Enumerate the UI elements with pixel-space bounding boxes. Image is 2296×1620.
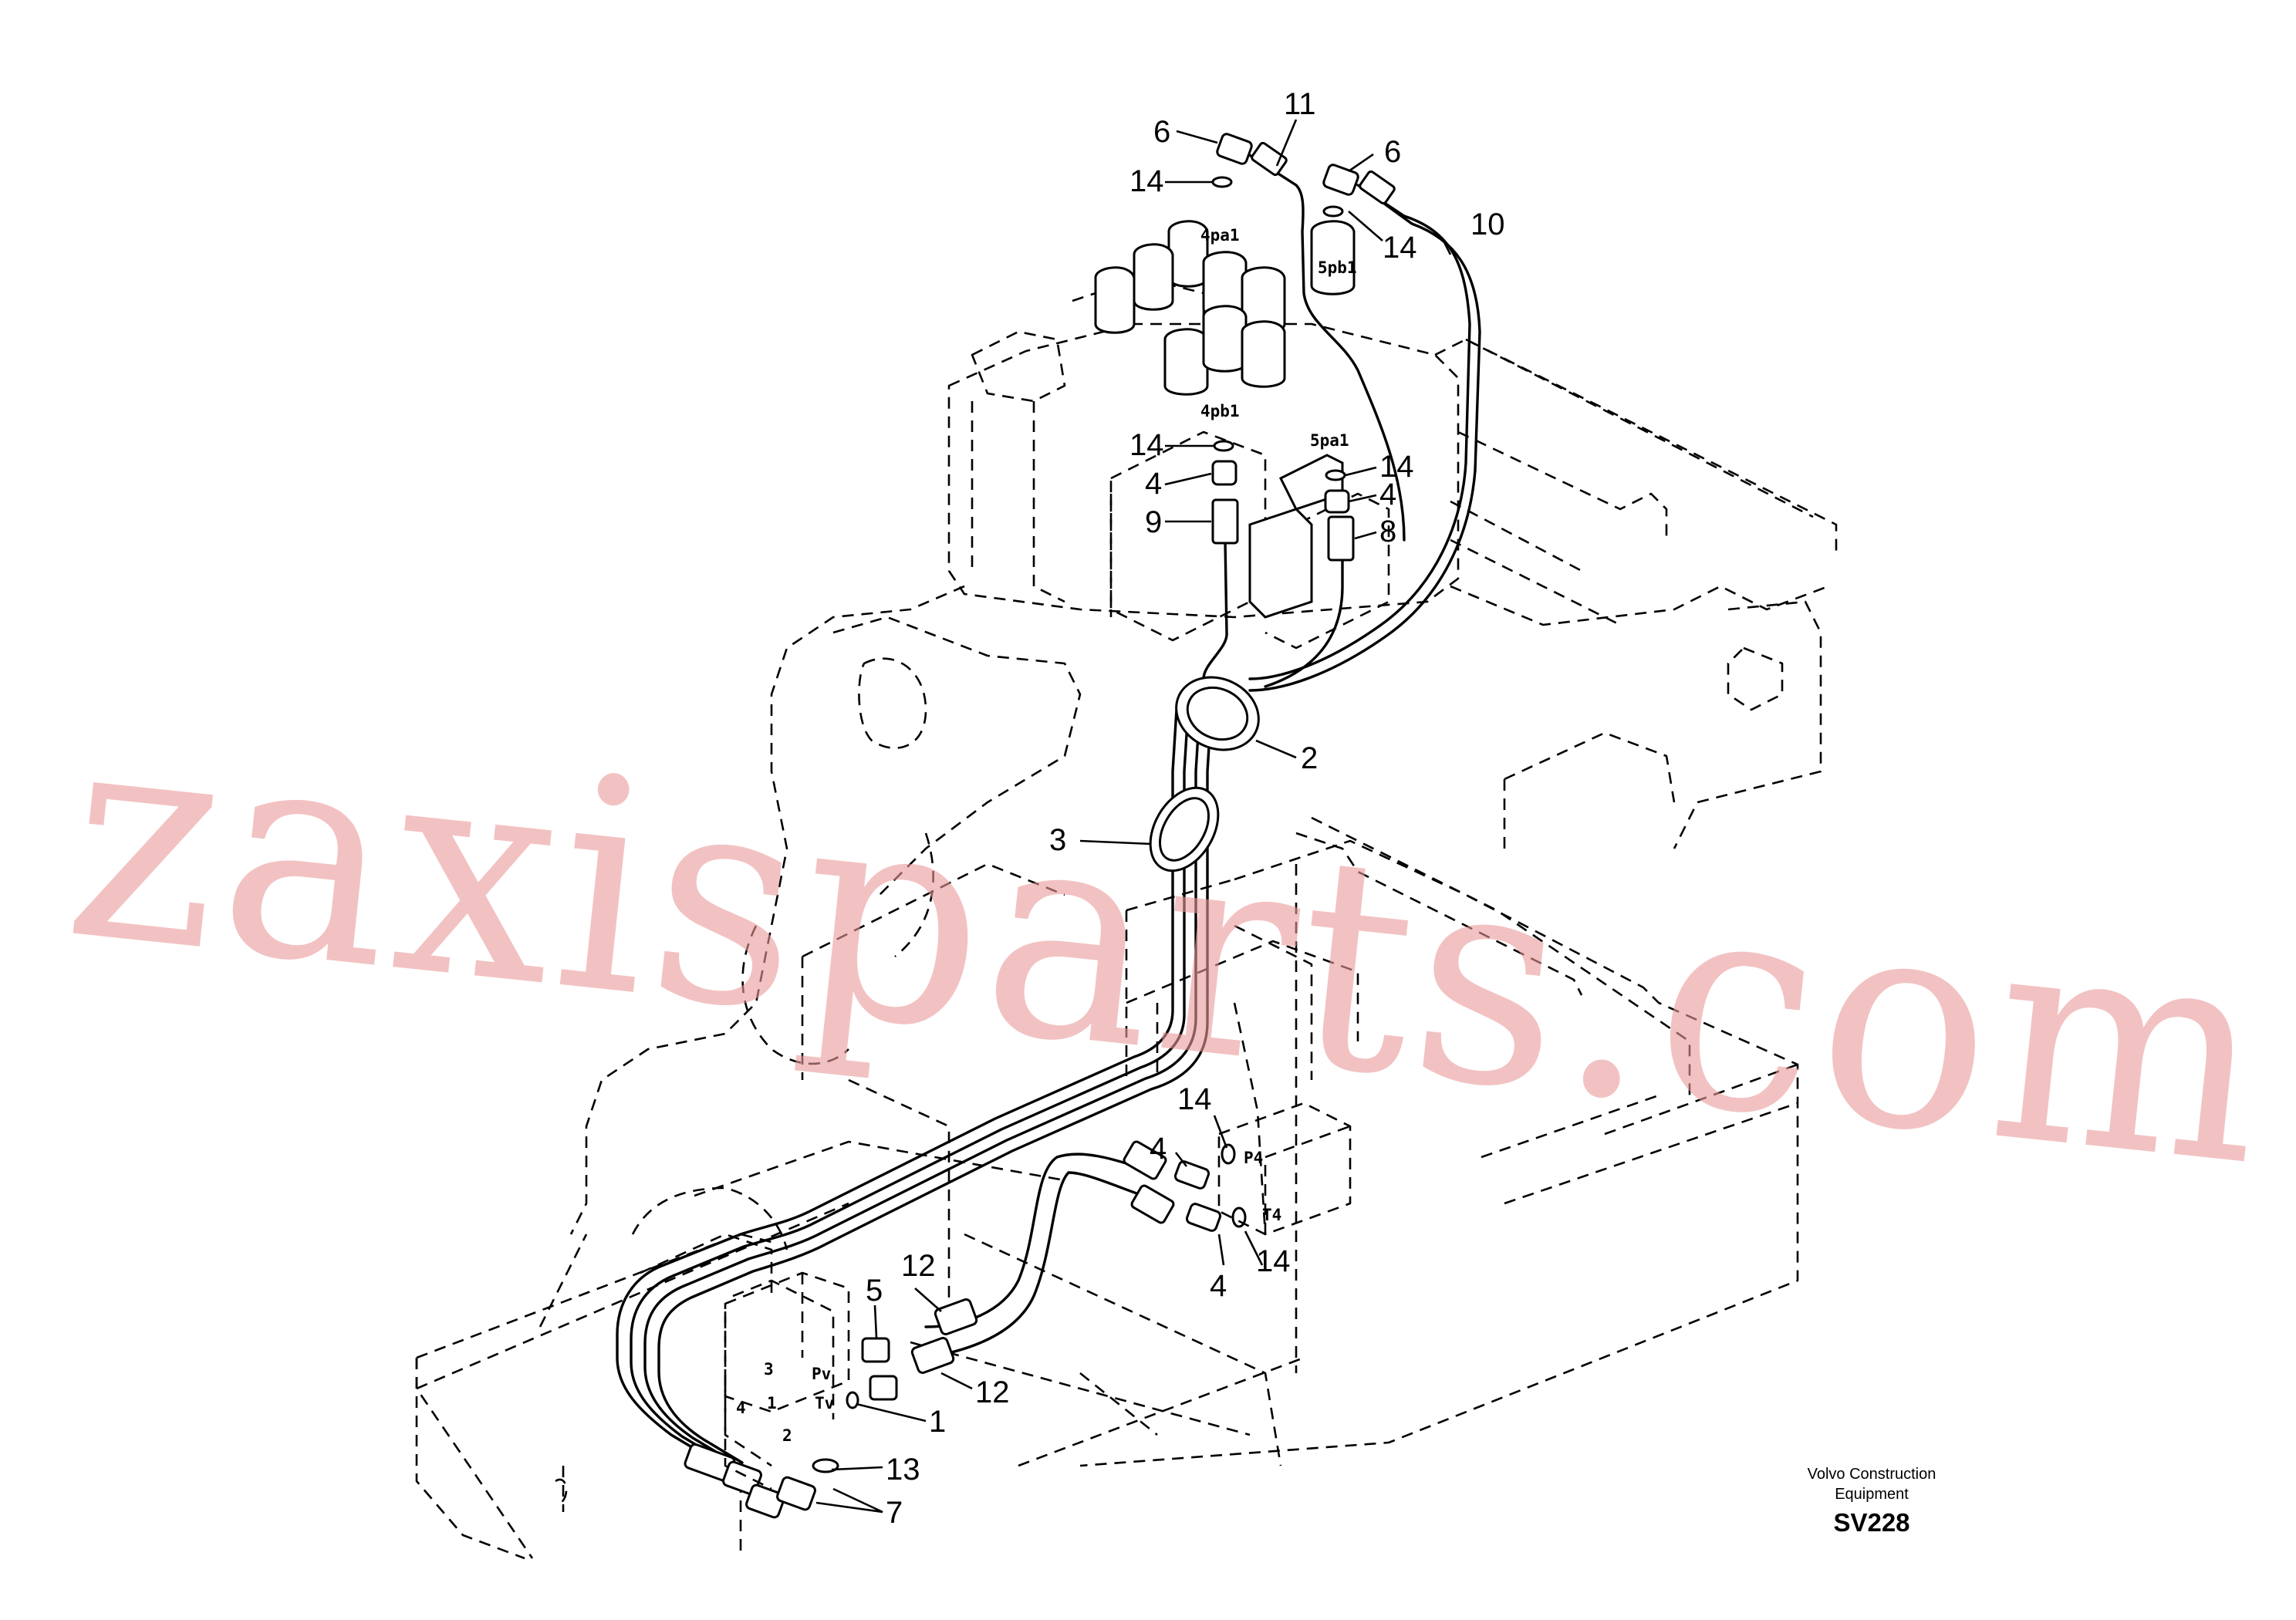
callouts: 11 6 6 14 14 10 14 14 4 4 9 8 2 3 14 4 1…	[866, 87, 1505, 1530]
callout-7: 7	[886, 1496, 903, 1530]
bracket-outline	[539, 585, 1082, 1328]
callout-14-upper-right: 14	[1383, 231, 1417, 265]
lower-frame-outline	[415, 1279, 835, 1560]
machine-frame-outline	[415, 322, 1838, 1559]
leader-lines	[815, 119, 1452, 1514]
callout-5: 5	[866, 1274, 883, 1308]
callout-13: 13	[886, 1453, 920, 1487]
callout-4-mid-right: 4	[1379, 478, 1396, 511]
callout-4-lower-top: 4	[1150, 1132, 1167, 1166]
callout-4-mid-left: 4	[1145, 467, 1162, 501]
callout-2: 2	[1301, 741, 1318, 775]
port-labels: 4pa1 5pb1 4pb1 5pa1 P4 T4 Pv Tv 3 4 2 1	[736, 226, 1357, 1445]
pilot-valve-block	[724, 1102, 1352, 1490]
callout-14-mid-left: 14	[1129, 428, 1164, 462]
callout-12-lower: 12	[975, 1375, 1010, 1409]
hoses	[616, 153, 1481, 1464]
port-t4: T4	[1262, 1206, 1281, 1224]
callout-10: 10	[1470, 208, 1505, 241]
callout-1: 1	[929, 1405, 946, 1439]
port-1: 1	[767, 1394, 777, 1412]
port-5pa1: 5pa1	[1310, 431, 1349, 450]
callout-14-upper-left: 14	[1129, 164, 1164, 198]
port-tv: Tv	[815, 1394, 834, 1412]
port-pv: Pv	[812, 1365, 831, 1383]
callout-14-lower-bottom: 14	[1256, 1244, 1291, 1278]
port-3: 3	[764, 1360, 774, 1379]
callout-8: 8	[1379, 515, 1396, 548]
callout-9: 9	[1145, 505, 1162, 539]
valve-spools	[1094, 220, 1356, 619]
callout-6-right: 6	[1384, 135, 1401, 169]
manufacturer-line-2: Equipment	[1835, 1486, 1909, 1503]
diagram-code: SV228	[1833, 1508, 1910, 1537]
callout-14-mid-right: 14	[1379, 450, 1414, 484]
port-5pb1: 5pb1	[1318, 258, 1357, 277]
callout-14-lower-top: 14	[1177, 1082, 1212, 1116]
port-4pb1: 4pb1	[1200, 402, 1240, 420]
port-p4: P4	[1244, 1149, 1263, 1167]
watermark-text: zaxisparts.com	[55, 661, 2285, 1232]
callout-12-upper: 12	[901, 1249, 936, 1283]
callout-3: 3	[1049, 823, 1066, 857]
callout-6-left: 6	[1153, 115, 1170, 149]
port-4pa1: 4pa1	[1200, 226, 1240, 245]
port-2: 2	[782, 1426, 792, 1445]
manufacturer-line-1: Volvo Construction	[1807, 1466, 1936, 1483]
port-4: 4	[736, 1399, 746, 1417]
grommets	[1149, 676, 1260, 872]
callout-4-lower-bottom: 4	[1210, 1269, 1227, 1303]
fittings	[684, 133, 1396, 1519]
callout-11: 11	[1284, 87, 1316, 121]
